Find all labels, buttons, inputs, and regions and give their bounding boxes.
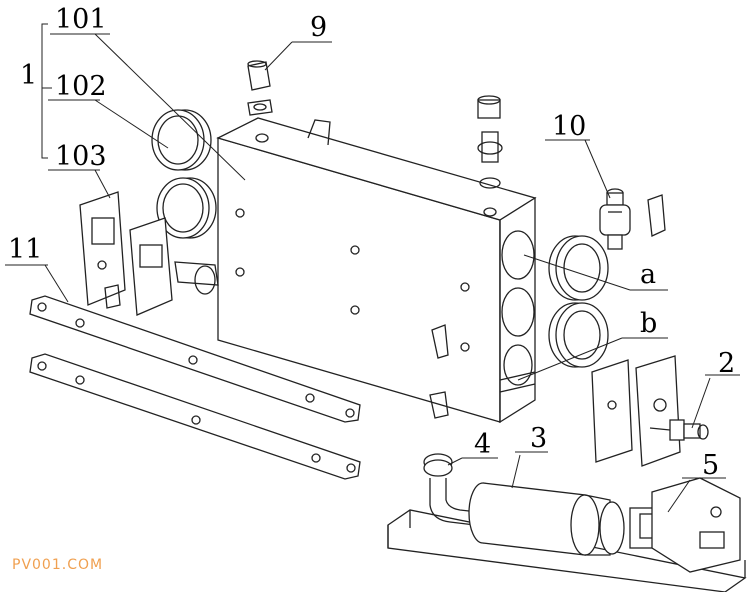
label-9: 9	[310, 12, 328, 43]
label-101: 101	[55, 4, 107, 35]
label-a: a	[640, 259, 657, 290]
plate-right	[591, 355, 681, 467]
label-102: 102	[55, 71, 107, 102]
cap-a	[548, 235, 609, 301]
valve-10	[599, 188, 666, 250]
cap-102	[156, 177, 217, 239]
pump-3	[468, 482, 625, 556]
label-2: 2	[718, 348, 736, 379]
strip-11-upper	[29, 295, 361, 423]
label-b: b	[640, 308, 658, 339]
label-1: 1	[20, 60, 38, 91]
watermark: PV001.COM	[12, 557, 104, 573]
fitting-right-top	[477, 95, 503, 189]
label-5: 5	[702, 450, 720, 481]
pipe-4	[423, 453, 479, 526]
cap-b	[548, 302, 609, 368]
cap-101	[151, 109, 212, 171]
label-103: 103	[55, 141, 107, 172]
label-10: 10	[552, 111, 587, 142]
plate-103	[79, 191, 219, 316]
label-4: 4	[474, 429, 492, 460]
main-housing	[216, 117, 537, 424]
strip-11-lower	[29, 353, 361, 480]
controller-5	[629, 477, 741, 573]
fitting-9	[247, 60, 273, 116]
label-11: 11	[8, 234, 43, 265]
leader-lines	[5, 23, 740, 513]
label-3: 3	[530, 423, 548, 454]
fitting-2	[649, 419, 709, 441]
